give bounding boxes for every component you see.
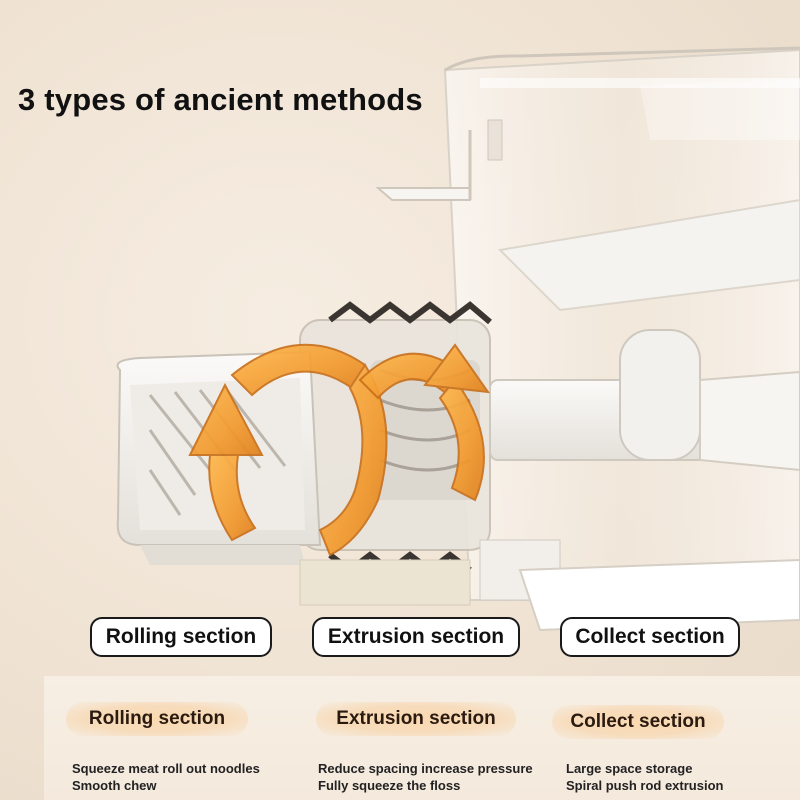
rotation-arrow-icon: [188, 343, 388, 557]
collect-section-title: Collect section: [552, 705, 724, 739]
extrusion-section-description: Reduce spacing increase pressure Fully s…: [318, 760, 533, 794]
description-line: Spiral push rod extrusion: [566, 778, 724, 793]
glass-container: [375, 46, 800, 601]
extrusion-section-title: Extrusion section: [316, 702, 516, 736]
label-collect-section: Collect section: [560, 617, 740, 657]
label-rolling-section: Rolling section: [90, 617, 272, 657]
rolling-section-description: Squeeze meat roll out noodles Smooth che…: [72, 760, 260, 794]
collect-section-description: Large space storage Spiral push rod extr…: [566, 760, 723, 794]
rolling-section-title: Rolling section: [66, 702, 248, 736]
description-line: Squeeze meat roll out noodles: [72, 761, 260, 776]
label-extrusion-section: Extrusion section: [312, 617, 520, 657]
description-line: Reduce spacing increase pressure: [318, 761, 533, 776]
description-line: Smooth chew: [72, 778, 157, 793]
spiral-arrow-icon: [358, 343, 491, 502]
description-line: Large space storage: [566, 761, 693, 776]
headline: 3 types of ancient methods: [18, 82, 423, 117]
description-line: Fully squeeze the floss: [318, 778, 461, 793]
